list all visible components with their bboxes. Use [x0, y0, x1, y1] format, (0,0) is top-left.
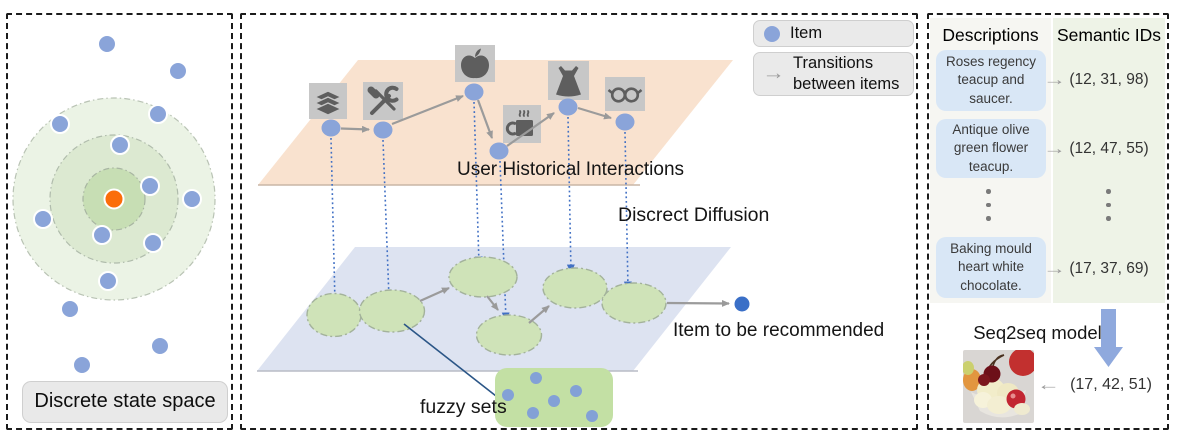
legend-transitions-label: Transitions between items: [793, 54, 900, 93]
recommended-item-caption: Item to be recommended: [673, 320, 885, 341]
description-row-3: Baking mould heart white chocolate.: [936, 237, 1046, 298]
left-panel-border: [6, 13, 233, 430]
generated-id-arrow-icon: ←: [1037, 375, 1060, 394]
discrete-state-space-label: Discrete state space: [22, 381, 228, 423]
semantic-ids-column-header: Semantic IDs: [1056, 25, 1162, 45]
row-2-arrow-icon: →: [1043, 139, 1066, 158]
item-dot-icon: [764, 25, 780, 42]
description-row-1: Roses regency teacup and saucer.: [936, 50, 1046, 111]
descriptions-ellipsis-dots: [986, 189, 991, 221]
legend-item: Item: [753, 20, 914, 47]
middle-panel-border: [240, 13, 918, 430]
fuzzy-sets-caption: fuzzy sets: [420, 396, 507, 418]
legend-item-label: Item: [790, 24, 823, 43]
descriptions-column-header: Descriptions: [942, 25, 1039, 45]
transition-arrow-icon: →: [762, 63, 785, 84]
seq2seq-model-label: Seq2seq model: [973, 322, 1102, 343]
diffusion-process-caption: Discrect Diffusion: [618, 204, 770, 226]
right-panel-border: [927, 13, 1169, 430]
semantic-id-row-2: (12, 47, 55): [1069, 140, 1149, 157]
description-row-2: Antique olive green flower teacup.: [936, 119, 1046, 178]
row-3-arrow-icon: →: [1043, 259, 1066, 278]
semantic-ids-ellipsis-dots: [1106, 189, 1111, 221]
semantic-id-row-1: (12, 31, 98): [1069, 71, 1149, 88]
history-plane-caption: User Historical Interactions: [457, 159, 685, 180]
legend-transitions: → Transitions between items: [753, 52, 914, 96]
row-1-arrow-icon: →: [1043, 70, 1066, 89]
semantic-id-row-3: (17, 37, 69): [1069, 260, 1149, 277]
semantic-ids-column-background: [1053, 18, 1165, 303]
discrete-state-space-text: Discrete state space: [34, 390, 216, 412]
generated-semantic-id: (17, 42, 51): [1070, 376, 1152, 393]
